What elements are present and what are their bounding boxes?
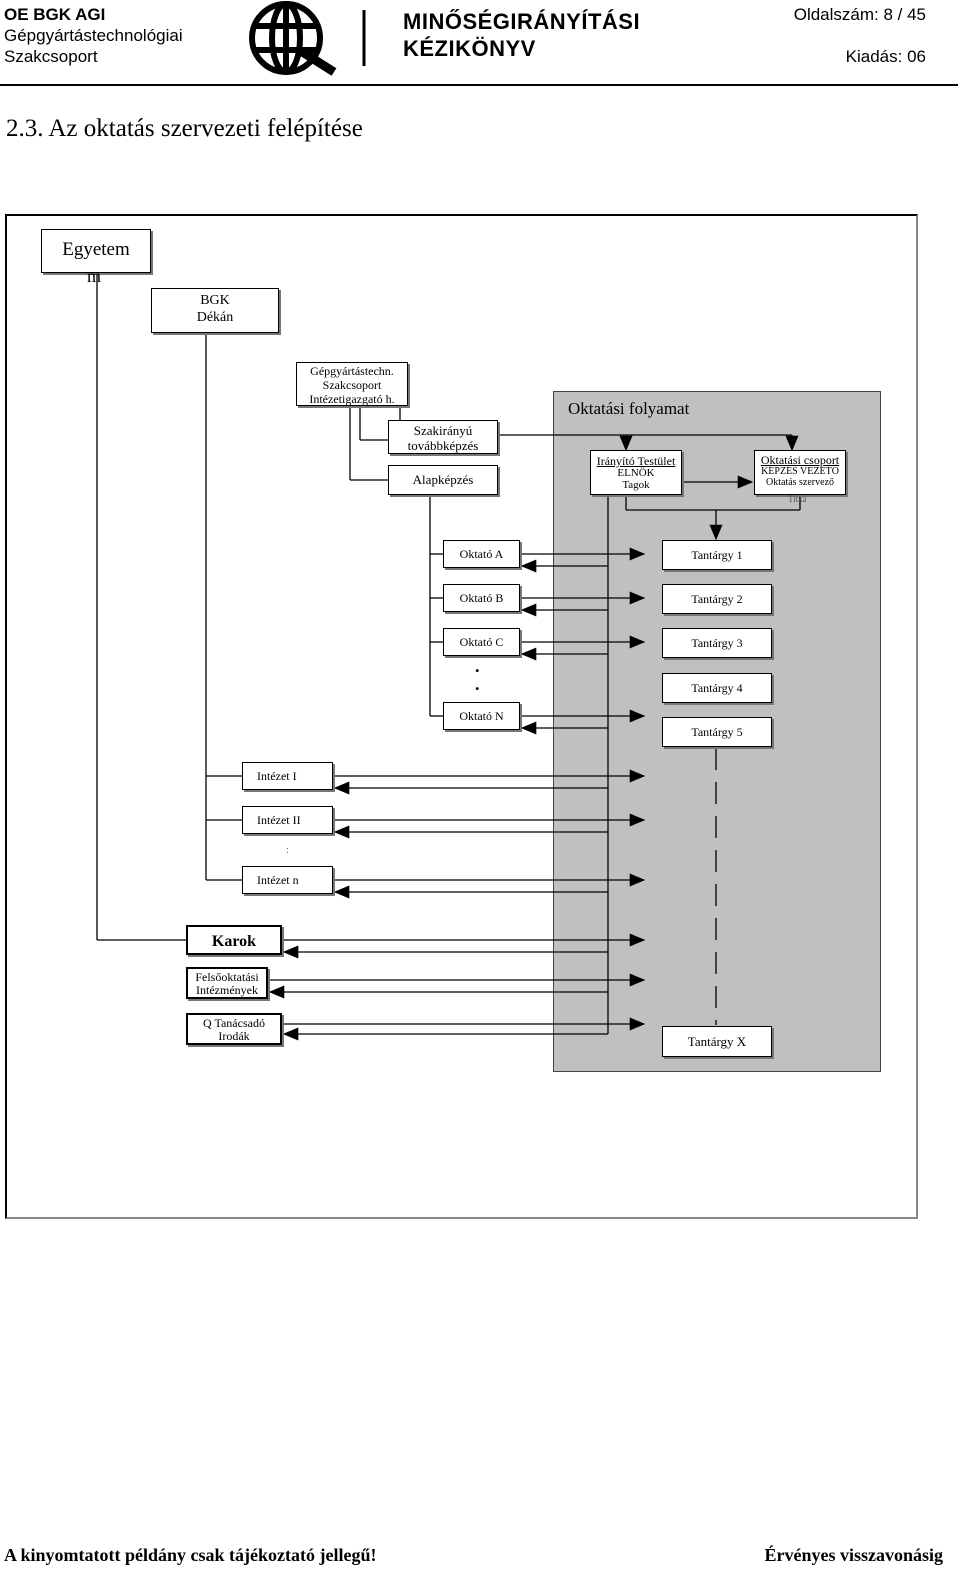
intezet-dots: : [286, 845, 289, 856]
oktato-a-label: Oktató A [459, 547, 504, 561]
tantargy-3-box: Tantárgy 3 [662, 628, 772, 658]
csoport-line-3: Oktatás szervező [765, 477, 835, 488]
org-name: OE BGK AGI [4, 5, 106, 24]
oktato-a-box: Oktató A [443, 540, 520, 568]
intezet-n-label: Intézet n [257, 873, 299, 887]
footer-validity: Érvényes visszavonásig [764, 1545, 943, 1565]
felsooktatasi-line-2: Intézmények [196, 983, 258, 997]
oktato-n-box: Oktató N [443, 702, 520, 730]
egyetem-label: Egyetem [62, 239, 130, 260]
intezetigazgato-box: Gépgyártástechn. Szakcsoport Intézetigaz… [296, 362, 408, 406]
oktato-b-label: Oktató B [459, 591, 504, 605]
intezet-ii-box: Intézet II [242, 806, 333, 834]
iranyito-line-2: ELNÖK [617, 467, 655, 479]
tantargy-3-label: Tantárgy 3 [691, 636, 743, 650]
header-divider [0, 84, 958, 86]
tanacsado-line-1: Q Tanácsadó [203, 1016, 265, 1030]
oktato-dots-1: . [475, 656, 480, 676]
egyetem-suffix: m [87, 266, 102, 286]
dept-line-2: Szakcsoport [4, 47, 98, 66]
globe-logo-icon [249, 1, 366, 76]
intezet-i-label: Intézet I [257, 769, 297, 783]
edition: Kiadás: 06 [845, 47, 926, 66]
manual-title-line-1: MINŐSÉGIRÁNYÍTÁSI [403, 9, 641, 34]
dekan-box: BGK Dékán [151, 288, 279, 333]
szakiranyu-line-1: Szakirányú [413, 423, 473, 438]
tantargy-4-label: Tantárgy 4 [691, 681, 743, 695]
dekan-line-2: Dékán [196, 310, 234, 325]
tantargy-1-label: Tantárgy 1 [691, 548, 743, 562]
oktato-dots-2: . [475, 674, 480, 694]
felsooktatasi-line-1: Felsőoktatási [195, 970, 259, 984]
diagram-frame [5, 214, 918, 1219]
csoport-line-2: KÉPZÉS VEZETŐ [761, 466, 839, 477]
tanacsado-box: Q Tanácsadó Irodák [186, 1013, 282, 1045]
intezet-h-line-3: Intézetigazgató h. [309, 392, 395, 406]
intezet-h-line-2: Szakcsoport [322, 378, 382, 392]
oktato-n-label: Oktató N [459, 709, 504, 723]
intezet-h-line-1: Gépgyártástechn. [310, 364, 394, 378]
iranyito-line-1: Irányító Testület [596, 454, 676, 468]
folyamat-title: Oktatási folyamat [568, 399, 690, 418]
tantargy-2-box: Tantárgy 2 [662, 584, 772, 614]
oktato-c-label: Oktató C [459, 635, 504, 649]
felsooktatasi-box: Felsőoktatási Intézmények [186, 967, 268, 999]
footer-disclaimer: A kinyomtatott példány csak tájékoztató … [4, 1545, 377, 1565]
csoport-line-1: Oktatási csoport [760, 453, 840, 467]
manual-title-line-2: KÉZIKÖNYV [403, 36, 536, 61]
egyetem-box: Egyetem [41, 229, 151, 273]
tantargy-x-box: Tantárgy X [662, 1026, 772, 1057]
oktatasi-csoport-box: Oktatási csoport KÉPZÉS VEZETŐ Oktatás s… [754, 450, 846, 495]
tantargy-5-box: Tantárgy 5 [662, 717, 772, 747]
intezet-n-box: Intézet n [242, 866, 333, 894]
oktato-b-box: Oktató B [443, 584, 520, 612]
tanacsado-line-2: Irodák [218, 1029, 250, 1043]
szakiranyu-box: Szakirányú továbbképzés [388, 420, 498, 454]
tantargy-x-label: Tantárgy X [687, 1034, 747, 1049]
dept-line-1: Gépgyártástechnológiai [4, 26, 183, 45]
alapkepzes-label: Alapképzés [412, 472, 474, 487]
header-meta: Oldalszám: 8 / 45 Kiadás: 06 [794, 4, 926, 67]
szakiranyu-line-2: továbbképzés [407, 438, 479, 453]
csoport-line-4: Titká [788, 494, 807, 504]
tantargy-2-label: Tantárgy 2 [691, 592, 743, 606]
page-number: Oldalszám: 8 / 45 [793, 5, 926, 24]
karok-label: Karok [211, 933, 257, 950]
iranyito-testulet-box: Irányító Testület ELNÖK Tagok [590, 450, 682, 495]
karok-box: Karok [186, 925, 282, 955]
intezet-i-box: Intézet I [242, 762, 333, 790]
iranyito-line-3: Tagok [622, 479, 650, 491]
section-title: 2.3. Az oktatás szervezeti felépítése [6, 115, 363, 142]
header-organization: OE BGK AGI Gépgyártástechnológiai Szakcs… [4, 4, 183, 67]
oktato-c-box: Oktató C [443, 628, 520, 656]
alapkepzes-box: Alapképzés [388, 465, 498, 495]
intezet-ii-label: Intézet II [257, 813, 301, 827]
manual-title: MINŐSÉGIRÁNYÍTÁSI KÉZIKÖNYV [403, 8, 640, 62]
tantargy-4-box: Tantárgy 4 [662, 673, 772, 703]
tantargy-1-box: Tantárgy 1 [662, 540, 772, 570]
dekan-line-1: BGK [200, 293, 230, 308]
tantargy-5-label: Tantárgy 5 [691, 725, 743, 739]
